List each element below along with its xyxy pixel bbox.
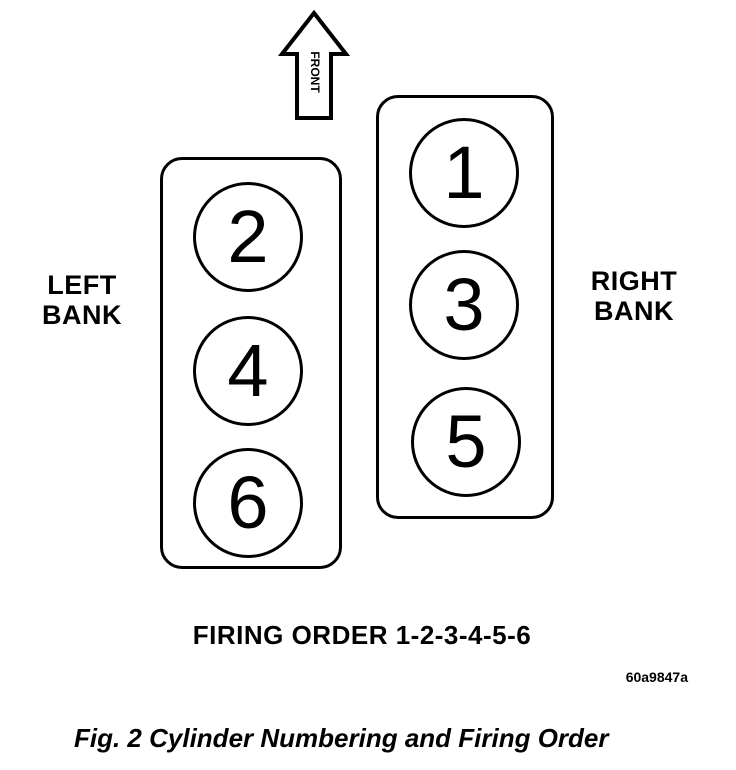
front-arrow-icon: FRONT [278, 10, 350, 120]
cylinder-4: 4 [193, 316, 303, 426]
front-label: FRONT [308, 51, 322, 93]
cylinder-6: 6 [193, 448, 303, 558]
cylinder-3: 3 [409, 250, 519, 360]
cylinder-5: 5 [411, 387, 521, 497]
figure-code: 60a9847a [625, 669, 688, 685]
right-bank-label-line1: RIGHT [590, 266, 678, 296]
left-bank-label-line2: BANK [42, 300, 122, 330]
left-bank-label: LEFT BANK [36, 270, 128, 330]
cylinder-2: 2 [193, 182, 303, 292]
figure-caption: Fig. 2 Cylinder Numbering and Firing Ord… [74, 723, 609, 753]
firing-order: FIRING ORDER 1-2-3-4-5-6 [192, 620, 532, 650]
right-bank-label-line2: BANK [594, 296, 674, 326]
cylinder-1: 1 [409, 118, 519, 228]
left-bank-label-line1: LEFT [47, 270, 117, 300]
right-bank-label: RIGHT BANK [584, 266, 684, 326]
